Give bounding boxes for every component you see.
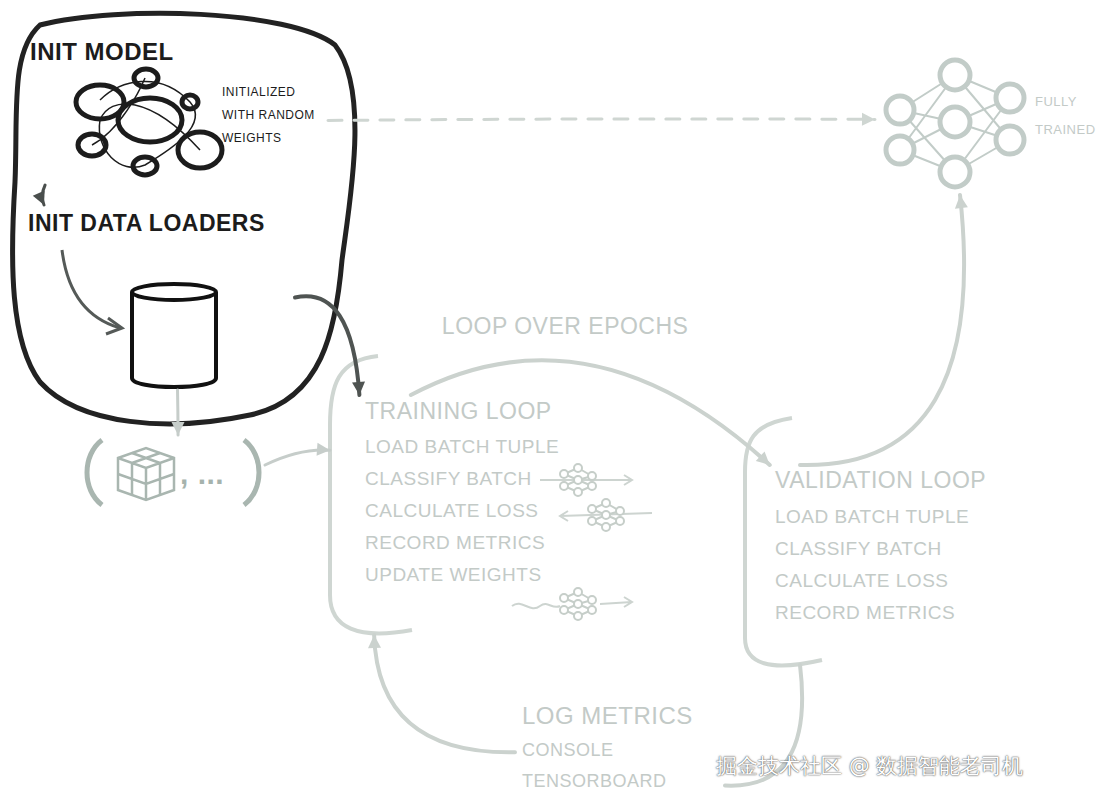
neuron [940,60,970,90]
cube-edge [118,453,174,500]
tuple-paren [87,440,102,505]
note-text: FULLY TRAINED [1035,88,1097,144]
step-text: CLASSIFY BATCH [365,468,532,490]
arrow-head [955,195,968,209]
model-group: INIT MODEL INITIALIZED WITH RANDOM WEIGHT… [28,35,328,185]
arrow-head [862,113,875,126]
node-heading: INIT MODEL [30,38,174,66]
arrow-line [62,250,120,328]
neuron [886,96,914,124]
step-text: RECORD METRICS [775,602,955,624]
connector [800,195,968,465]
connector [368,635,515,752]
connector-line [374,635,515,752]
batch-tuple-node: , ... [80,435,265,510]
arrow-head [756,451,770,465]
arrow-head [172,422,185,435]
neuron [996,126,1024,154]
training-loop-bracket [330,356,412,633]
neuron [133,157,157,175]
connector [33,185,45,205]
neuron [178,132,222,168]
connector-line [42,185,45,205]
connector [295,296,365,395]
arrow-head [352,382,365,395]
connector [172,390,185,435]
arrow-head [33,190,45,205]
step-text: RECORD METRICS [365,532,545,554]
arrow-head [106,318,122,334]
sink-text: CONSOLE [522,740,614,761]
step-text: LOAD BATCH TUPLE [365,436,559,458]
weight-scribble [92,78,200,167]
neuron [182,95,198,109]
neuron [886,136,914,164]
connector-line [800,195,964,465]
step-text: UPDATE WEIGHTS [365,564,542,586]
neuron [76,85,124,119]
sink-text: TENSORBOARD [522,771,667,792]
neuron [940,157,970,187]
tuple-text: , ... [180,457,224,491]
cube-face [118,448,174,500]
cylinder-top [132,284,216,300]
arrow-head [317,443,330,456]
loop-heading: TRAINING LOOP [365,398,552,425]
log-metrics-node: LOG METRICS CONSOLE TENSORBOARD [515,700,725,795]
batch-tuple [87,440,259,505]
step-text: LOAD BATCH TUPLE [775,506,969,528]
watermark: 掘金技术社区 @ 数据智能老司机 [716,752,1023,780]
mini-network [588,499,624,531]
step-text: CLASSIFY BATCH [775,538,942,560]
tuple-paren [244,440,259,505]
neuron [996,84,1024,112]
step-text: CALCULATE LOSS [775,570,948,592]
node-heading: LOG METRICS [522,702,693,730]
random-weights-model [76,69,222,175]
training-loop-node: TRAINING LOOP LOAD BATCH TUPLE CLASSIFY BA… [330,395,575,635]
trained-model-node: FULLY TRAINED [875,60,1075,195]
connector-line [328,119,875,121]
loader-arrow [62,250,122,334]
connector-line [265,450,330,465]
connector-line [295,296,359,395]
note-text: INITIALIZED WITH RANDOM WEIGHTS [222,81,322,150]
connector [328,113,875,126]
cylinder-body [132,292,216,387]
validation-loop-node: VALIDATION LOOP LOAD BATCH TUPLE CLASSIFY … [745,465,1020,665]
highlight-blob [13,13,355,423]
mini-network [560,588,596,620]
data-loader-node: INIT DATA LOADERS [28,205,295,390]
loop-heading: VALIDATION LOOP [775,467,986,494]
sample-cube [118,448,174,500]
connector-line [176,390,180,435]
node-heading: INIT DATA LOADERS [28,210,265,237]
connector [265,443,330,465]
mini-network [560,464,596,496]
neuron [78,134,106,156]
neuron [940,107,970,137]
dataset-cylinder [132,284,216,387]
neuron [118,98,182,142]
edge-label: LOOP OVER EPOCHS [442,313,689,340]
neuron [134,69,158,87]
trained-network [886,60,1024,187]
arrow-head [368,635,381,648]
step-text: CALCULATE LOSS [365,500,538,522]
